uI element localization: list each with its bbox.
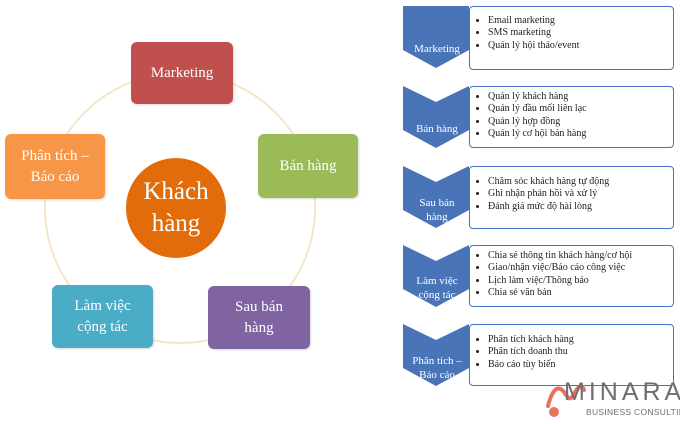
cycle-node-sau-ban-hang: Sau bán hàng [208, 286, 310, 349]
process-chevron [403, 324, 469, 386]
chevron-label-text: Làm việc cộng tác [416, 275, 458, 301]
process-chevron [403, 86, 469, 148]
chevron-label-ban-hang: Bán hàng [404, 118, 470, 142]
cycle-center-label: Khách hàng [143, 177, 209, 238]
chevron-label-text: Sau bán hàng [419, 197, 455, 223]
detail-item: Lịch làm việc/Thông báo [488, 275, 669, 287]
detail-list: Email marketing SMS marketing Quản lý hộ… [474, 15, 669, 52]
detail-item: Quản lý cơ hội bán hàng [488, 128, 669, 140]
minara-logo: MINARA BUSINESS CONSULTING [544, 376, 680, 424]
cycle-node-label: Marketing [150, 64, 214, 81]
detail-list: Chăm sóc khách hàng tự động Ghi nhận phả… [474, 176, 669, 213]
cycle-node-label: Bán hàng [279, 157, 337, 174]
detail-item: Báo cáo tùy biến [488, 359, 669, 371]
chevron-label-text: Bán hàng [416, 123, 458, 136]
detail-item: Chia sẻ văn bản [488, 287, 669, 299]
detail-item: Quản lý đầu mối liên lạc [488, 103, 669, 115]
chevron-label-text: Phân tích – Báo cáo [412, 355, 462, 381]
detail-box-ban-hang: Quản lý khách hàng Quản lý đầu mối liên … [469, 86, 674, 148]
detail-item: Chia sẻ thông tin khách hàng/cơ hội [488, 250, 669, 262]
cycle-node-lam-viec-cong-tac: Làm việc cộng tác [52, 285, 153, 348]
detail-box-marketing: Email marketing SMS marketing Quản lý hộ… [469, 6, 674, 70]
detail-item: SMS marketing [488, 27, 669, 39]
detail-item: Quản lý hội thảo/event [488, 40, 669, 52]
cycle-center-khach-hang: Khách hàng [126, 158, 226, 258]
cycle-node-marketing: Marketing [131, 42, 233, 104]
detail-list: Phân tích khách hàng Phân tích doanh thu… [474, 334, 669, 371]
chevron-label-marketing: Marketing [404, 38, 470, 62]
chevron-label-text: Marketing [414, 43, 460, 56]
cycle-node-label: Phân tích – Báo cáo [21, 148, 89, 185]
chevron-label-phan-tich-bao-cao: Phân tích – Báo cáo [404, 354, 470, 384]
cycle-node-ban-hang: Bán hàng [258, 134, 358, 198]
chevron-label-lam-viec-cong-tac: Làm việc cộng tác [404, 274, 470, 304]
process-chevron [403, 166, 469, 228]
cycle-node-phan-tich-bao-cao: Phân tích – Báo cáo [5, 134, 105, 199]
detail-item: Quản lý khách hàng [488, 91, 669, 103]
process-chevron [403, 245, 469, 307]
detail-item: Phân tích doanh thu [488, 346, 669, 358]
process-chevron [403, 6, 469, 68]
chevron-label-sau-ban-hang: Sau bán hàng [404, 196, 470, 226]
detail-item: Email marketing [488, 15, 669, 27]
detail-item: Phân tích khách hàng [488, 334, 669, 346]
detail-item: Quản lý hợp đồng [488, 116, 669, 128]
detail-item: Ghi nhận phản hồi và xử lý [488, 188, 669, 200]
logo-mark-icon [546, 384, 586, 417]
cycle-node-label: Làm việc cộng tác [74, 298, 131, 335]
detail-list: Chia sẻ thông tin khách hàng/cơ hội Giao… [474, 250, 669, 299]
logo-wordmark: MINARA [564, 378, 680, 406]
detail-item: Đánh giá mức độ hài lòng [488, 201, 669, 213]
detail-box-lam-viec-cong-tac: Chia sẻ thông tin khách hàng/cơ hội Giao… [469, 245, 674, 307]
detail-item: Chăm sóc khách hàng tự động [488, 176, 669, 188]
detail-list: Quản lý khách hàng Quản lý đầu mối liên … [474, 91, 669, 140]
process-chevrons [403, 6, 469, 386]
logo-tagline: BUSINESS CONSULTING [586, 407, 680, 417]
detail-box-phan-tich-bao-cao: Phân tích khách hàng Phân tích doanh thu… [469, 324, 674, 386]
cycle-node-label: Sau bán hàng [235, 299, 283, 336]
detail-item: Giao/nhận việc/Báo cáo công việc [488, 262, 669, 274]
detail-box-sau-ban-hang: Chăm sóc khách hàng tự động Ghi nhận phả… [469, 166, 674, 229]
